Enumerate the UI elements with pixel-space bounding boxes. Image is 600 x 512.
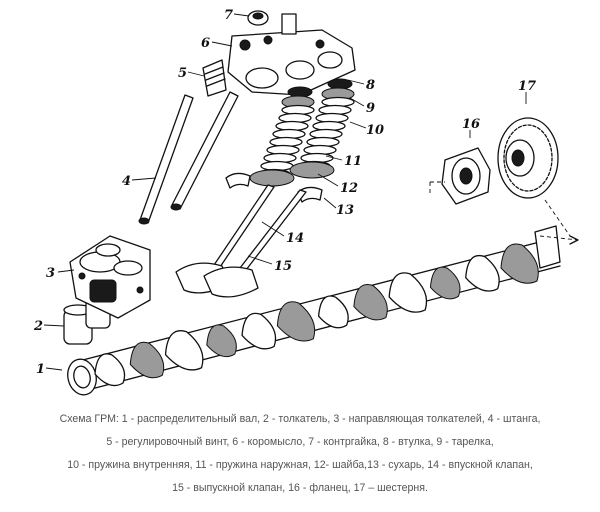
callout-8: 8 (366, 78, 375, 93)
callouts: 1 2 3 4 5 6 7 8 9 10 11 12 13 14 15 16 1… (33, 8, 536, 377)
locknut (247, 10, 297, 35)
cam-lobe (465, 255, 500, 292)
callout-14: 14 (286, 231, 304, 246)
callout-16: 16 (462, 117, 480, 132)
leader-lines (43, 13, 527, 371)
callout-12: 12 (340, 181, 358, 196)
tappet-guide (69, 235, 151, 319)
callout-4: 4 (122, 174, 131, 189)
cam-lobe (94, 353, 126, 387)
cam-lobe (388, 272, 428, 313)
callout-3: 3 (46, 266, 55, 281)
figure-caption: Схема ГРМ: 1 - распределительный вал, 2 … (0, 408, 600, 500)
gear (497, 117, 571, 237)
camshaft (67, 225, 579, 396)
rocker-arm (227, 29, 356, 96)
cam-lobe (500, 243, 539, 284)
cam-lobe (241, 312, 277, 350)
callout-6: 6 (201, 36, 210, 51)
cam-lobe (164, 330, 204, 371)
valves (175, 184, 307, 298)
pushrods (138, 91, 239, 225)
callout-2: 2 (33, 319, 43, 334)
cam-lobe (317, 295, 349, 329)
flange (429, 147, 491, 205)
caption-line: Схема ГРМ: 1 - распределительный вал, 2 … (59, 413, 541, 425)
cam-lobe (276, 301, 316, 342)
callout-13: 13 (336, 203, 354, 218)
adjusting-screw (202, 59, 227, 97)
callout-17: 17 (518, 79, 536, 94)
callout-7: 7 (224, 8, 233, 23)
cam-lobe (206, 324, 237, 358)
callout-9: 9 (366, 101, 375, 116)
caption-line: 10 - пружина внутренняя, 11 - пружина на… (67, 459, 533, 471)
cam-lobe (353, 284, 388, 321)
caption-line: 15 - выпускной клапан, 16 - фланец, 17 –… (172, 482, 428, 494)
cam-lobe (429, 266, 461, 300)
callout-5: 5 (178, 66, 187, 81)
callout-11: 11 (344, 154, 362, 169)
callout-10: 10 (366, 123, 384, 138)
cam-lobe (129, 341, 165, 379)
timing-mechanism-diagram: 1 2 3 4 5 6 7 8 9 10 11 12 13 14 15 16 1… (33, 8, 579, 396)
callout-15: 15 (274, 259, 292, 274)
valve-spring-assembly (249, 78, 355, 187)
caption-line: 5 - регулировочный винт, 6 - коромысло, … (106, 436, 494, 448)
callout-1: 1 (36, 362, 45, 377)
